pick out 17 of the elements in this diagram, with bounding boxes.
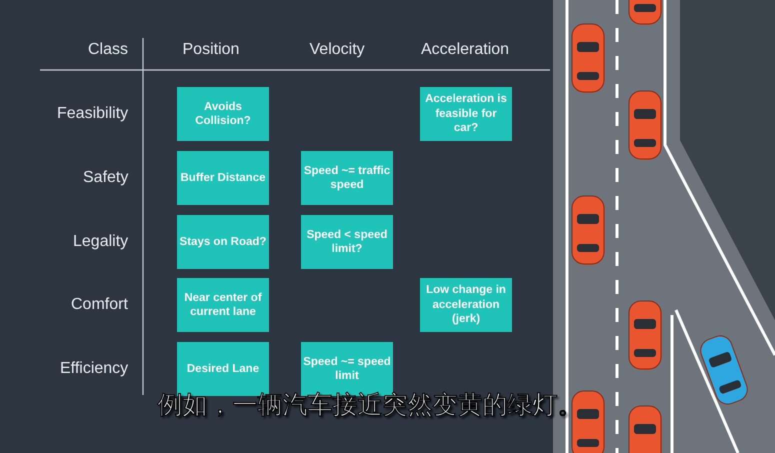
criterion-box: Stays on Road? xyxy=(177,215,269,269)
row-label: Comfort xyxy=(71,296,128,314)
column-header: Acceleration xyxy=(421,41,510,59)
column-header: Position xyxy=(182,41,240,59)
criterion-box: Near center of current lane xyxy=(177,278,269,332)
row-label: Feasibility xyxy=(57,105,128,123)
column-header: Class xyxy=(88,41,128,59)
row-label: Efficiency xyxy=(60,360,128,378)
column-header: Velocity xyxy=(310,41,365,59)
criterion-box: Avoids Collision? xyxy=(177,87,269,141)
row-label: Legality xyxy=(73,233,128,251)
criterion-box: Buffer Distance xyxy=(177,151,269,205)
criterion-box: Acceleration is feasible for car? xyxy=(420,87,512,141)
criterion-box: Low change in acceleration (jerk) xyxy=(420,278,512,332)
criterion-box: Speed ~= traffic speed xyxy=(301,151,393,205)
row-label: Safety xyxy=(83,169,128,187)
criterion-box: Speed < speed limit? xyxy=(301,215,393,269)
